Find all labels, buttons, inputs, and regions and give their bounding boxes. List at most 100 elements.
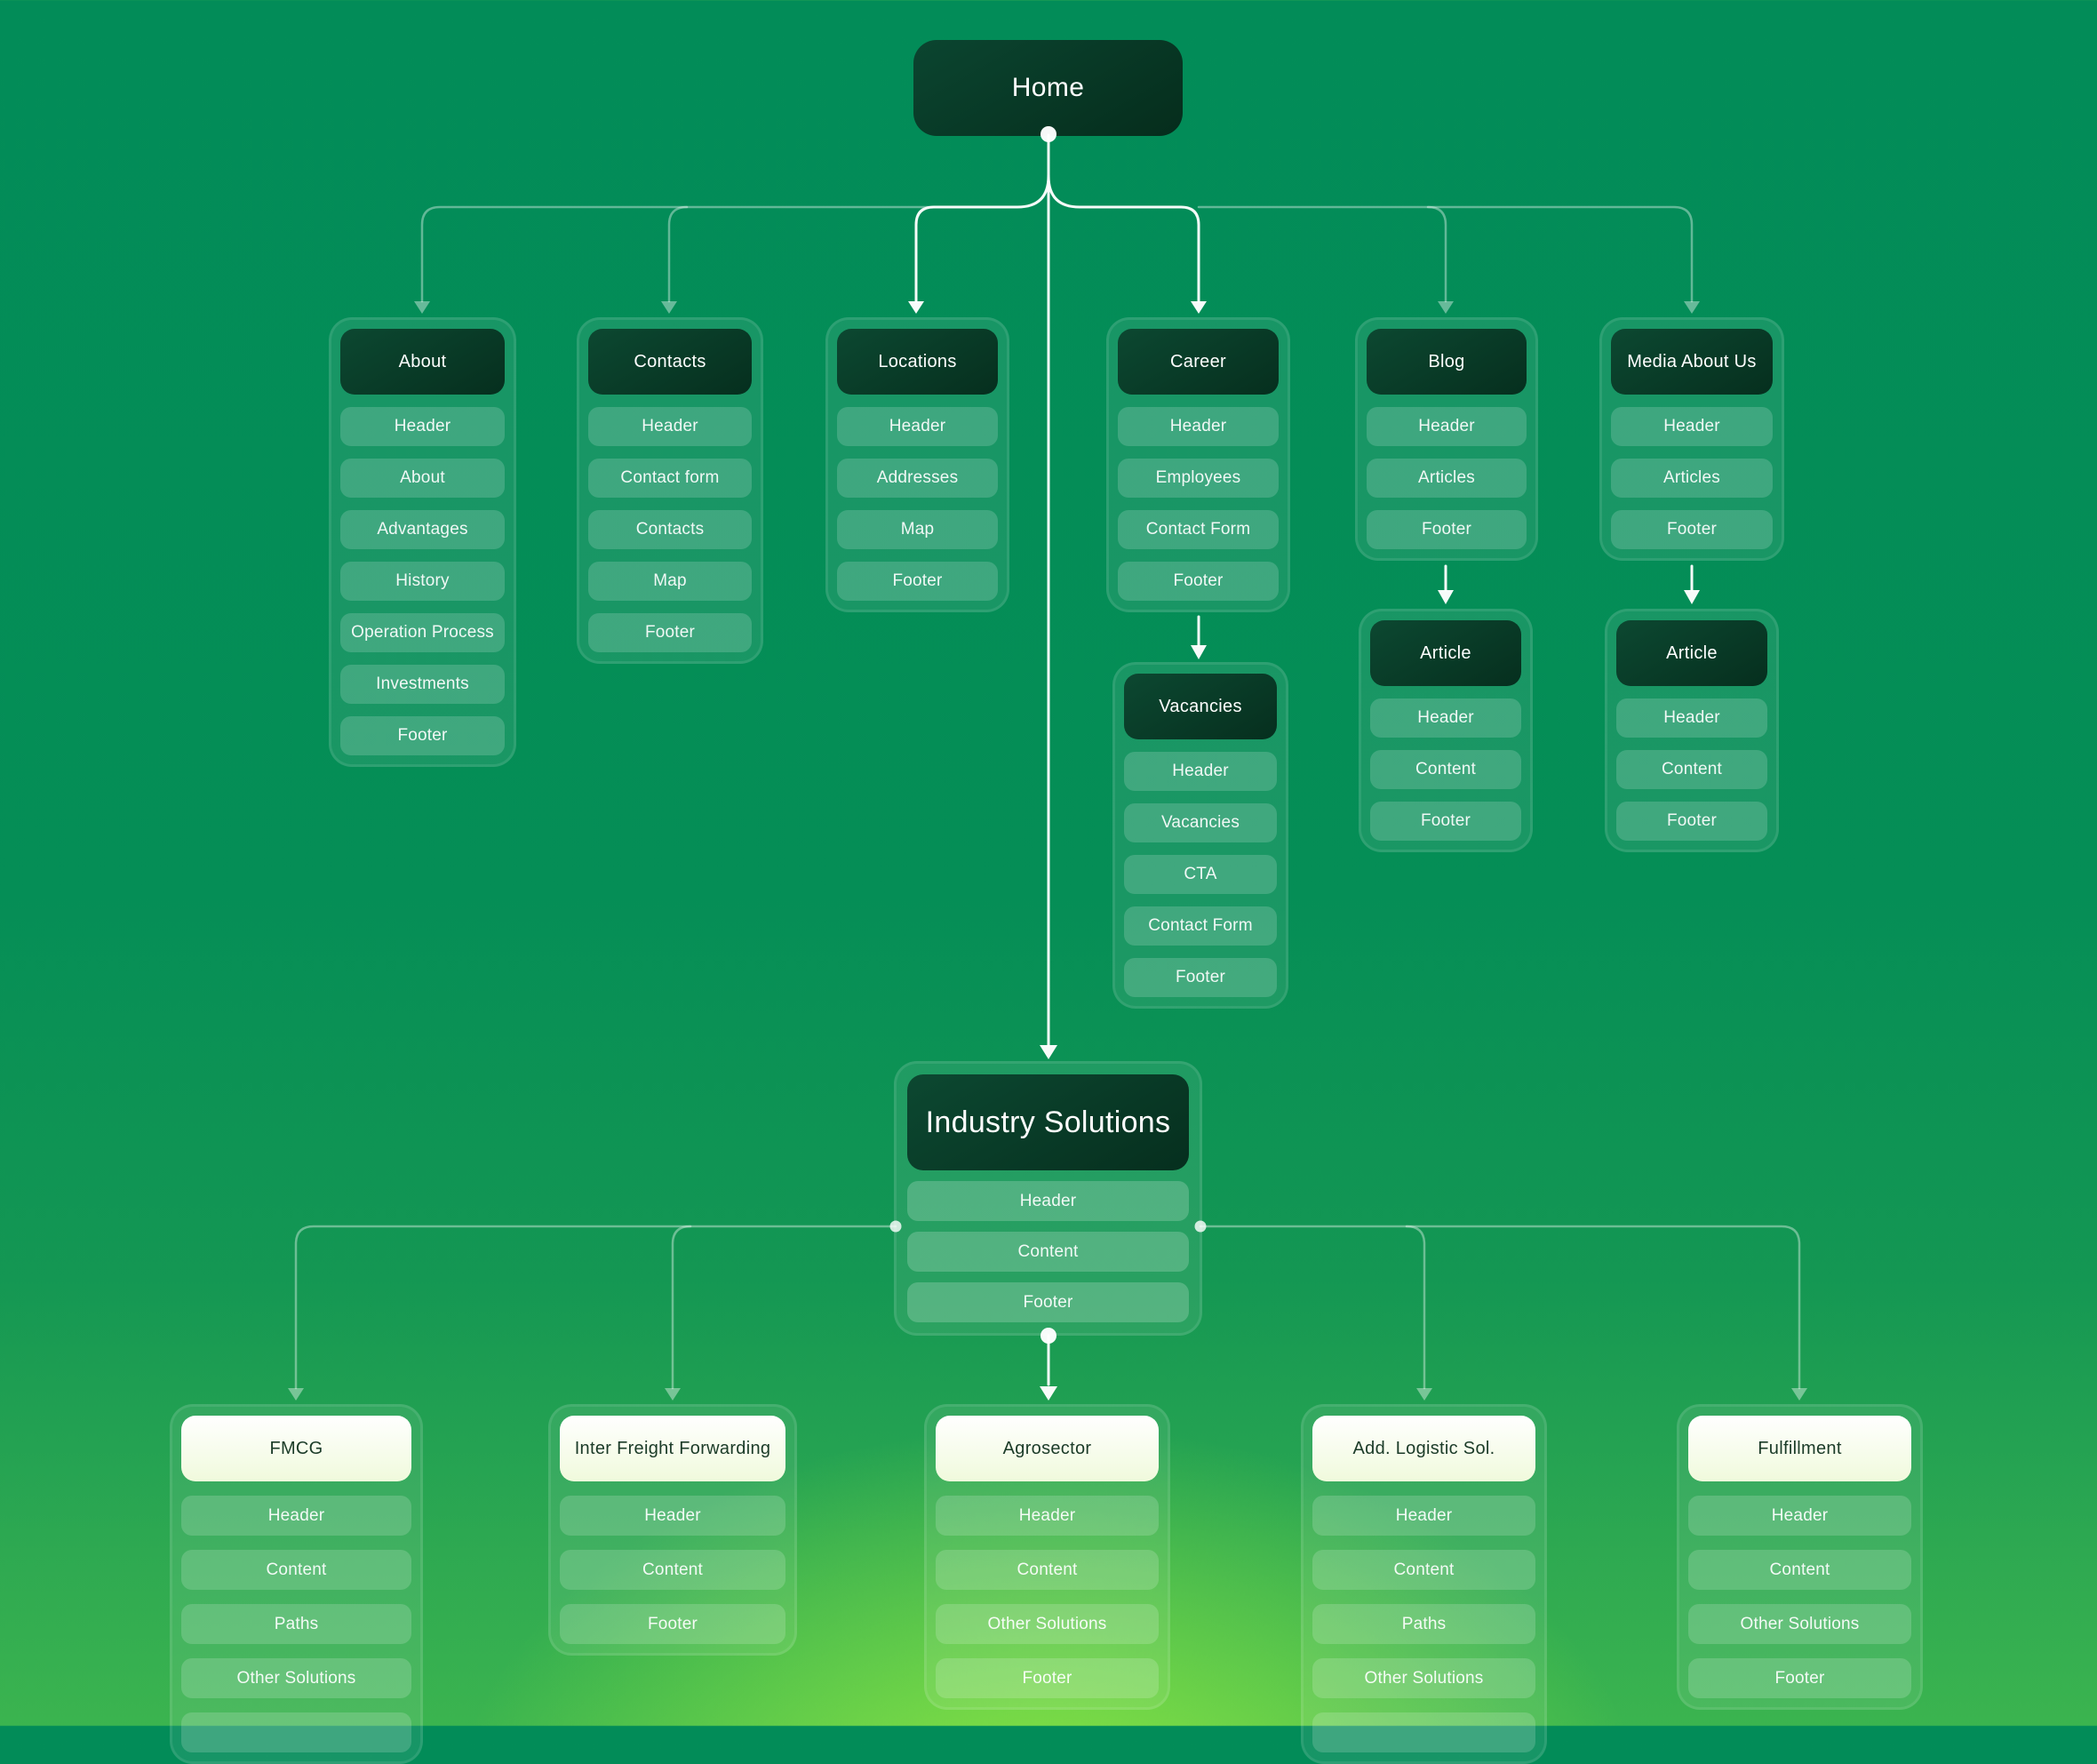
sitemap-item[interactable]: Header [936, 1496, 1159, 1536]
sitemap-item[interactable]: Header [340, 407, 505, 446]
sitemap-item[interactable]: Footer [1124, 958, 1277, 997]
sitemap-item[interactable]: Header [560, 1496, 785, 1536]
sitemap-item[interactable]: Footer [936, 1658, 1159, 1698]
sitemap-item[interactable]: Contact Form [1118, 510, 1279, 549]
sitemap-item[interactable]: Operation Process [340, 613, 505, 652]
connector-add-logistic [1405, 1225, 1426, 1390]
sitemap-item[interactable]: Header [1370, 698, 1521, 738]
sitemap-item[interactable]: Other Solutions [1688, 1604, 1911, 1644]
sitemap-item[interactable]: Other Solutions [936, 1604, 1159, 1644]
sitemap-item[interactable]: Paths [181, 1604, 411, 1644]
node-add-logistic-sol[interactable]: Add. Logistic Sol. [1312, 1416, 1535, 1481]
node-blog[interactable]: Blog [1367, 329, 1527, 395]
sitemap-item[interactable]: Header [1611, 407, 1773, 446]
sitemap-item[interactable]: Footer [340, 716, 505, 755]
sitemap-item[interactable]: Footer [1616, 802, 1767, 841]
node-agrosector[interactable]: Agrosector [936, 1416, 1159, 1481]
home-node[interactable]: Home [913, 40, 1183, 136]
sitemap-item[interactable]: Header [181, 1496, 411, 1536]
sitemap-item[interactable]: Header [588, 407, 752, 446]
sitemap-item[interactable] [181, 1712, 411, 1752]
sitemap-item[interactable]: Other Solutions [181, 1658, 411, 1698]
sitemap-item[interactable]: Content [1688, 1550, 1911, 1590]
sitemap-item[interactable] [1312, 1712, 1535, 1752]
sitemap-item[interactable]: Map [588, 562, 752, 601]
sitemap-item[interactable]: Footer [1370, 802, 1521, 841]
sitemap-item[interactable]: Header [1118, 407, 1279, 446]
sitemap-item[interactable]: History [340, 562, 505, 601]
sitemap-item[interactable]: Header [1688, 1496, 1911, 1536]
sitemap-item[interactable]: Footer [1611, 510, 1773, 549]
node-about[interactable]: About [340, 329, 505, 395]
sitemap-item[interactable]: Content [181, 1550, 411, 1590]
sitemap-item[interactable]: Content [907, 1232, 1189, 1272]
node-media-about-us[interactable]: Media About Us [1611, 329, 1773, 395]
connector-contacts [667, 205, 689, 303]
node-industry-solutions[interactable]: Industry Solutions [907, 1074, 1189, 1170]
sitemap-item[interactable]: Header [837, 407, 998, 446]
sitemap-item[interactable]: Footer [1688, 1658, 1911, 1698]
sitemap-item[interactable]: Header [1616, 698, 1767, 738]
arrow-about [414, 301, 430, 314]
sitemap-item[interactable]: Footer [837, 562, 998, 601]
connector-home-career [1047, 174, 1200, 303]
sitemap-item[interactable]: Employees [1118, 459, 1279, 498]
arrow-career [1191, 301, 1207, 314]
sitemap-item[interactable]: Content [560, 1550, 785, 1590]
sitemap-item[interactable]: Footer [907, 1282, 1189, 1322]
sitemap-item[interactable]: Header [1124, 752, 1277, 791]
sitemap-item[interactable]: Footer [560, 1604, 785, 1644]
arrow-blog-article [1438, 590, 1454, 604]
sitemap-item[interactable]: Paths [1312, 1604, 1535, 1644]
sitemap-item[interactable]: Content [1312, 1550, 1535, 1590]
sitemap-item[interactable]: Vacancies [1124, 803, 1277, 842]
connector-is-left [294, 1225, 897, 1390]
arrow-industry-solutions [1040, 1045, 1057, 1059]
node-vacancies[interactable]: Vacancies [1124, 674, 1277, 739]
sitemap-item[interactable]: Content [1616, 750, 1767, 789]
sitemap-item[interactable]: Content [1370, 750, 1521, 789]
arrow-vacancies [1191, 645, 1207, 659]
sitemap-item[interactable]: Advantages [340, 510, 505, 549]
sitemap-item[interactable]: Footer [1367, 510, 1527, 549]
node-locations[interactable]: Locations [837, 329, 998, 395]
sitemap-item[interactable]: Map [837, 510, 998, 549]
arrow-media-article [1684, 590, 1700, 604]
arrow-fmcg [288, 1388, 304, 1401]
node-media-article[interactable]: Article [1616, 620, 1767, 686]
sitemap-item[interactable]: Articles [1611, 459, 1773, 498]
sitemap-item[interactable]: Header [907, 1181, 1189, 1221]
node-blog-article[interactable]: Article [1370, 620, 1521, 686]
sitemap-item[interactable]: Footer [588, 613, 752, 652]
node-fmcg[interactable]: FMCG [181, 1416, 411, 1481]
node-inter-freight-forwarding[interactable]: Inter Freight Forwarding [560, 1416, 785, 1481]
sitemap-item[interactable]: Contacts [588, 510, 752, 549]
sitemap-item[interactable]: Articles [1367, 459, 1527, 498]
sitemap-item[interactable]: Investments [340, 665, 505, 704]
node-fulfillment[interactable]: Fulfillment [1688, 1416, 1911, 1481]
node-career[interactable]: Career [1118, 329, 1279, 395]
sitemap-item[interactable]: Footer [1118, 562, 1279, 601]
sitemap-item[interactable]: Content [936, 1550, 1159, 1590]
sitemap-item[interactable]: Header [1312, 1496, 1535, 1536]
sitemap-item[interactable]: CTA [1124, 855, 1277, 894]
sitemap-item[interactable]: Header [1367, 407, 1527, 446]
sitemap-item[interactable]: Contact form [588, 459, 752, 498]
sitemap-item[interactable]: Contact Form [1124, 906, 1277, 946]
node-contacts[interactable]: Contacts [588, 329, 752, 395]
sitemap-item[interactable]: Other Solutions [1312, 1658, 1535, 1698]
sitemap-item[interactable]: Addresses [837, 459, 998, 498]
sitemap-item[interactable]: About [340, 459, 505, 498]
